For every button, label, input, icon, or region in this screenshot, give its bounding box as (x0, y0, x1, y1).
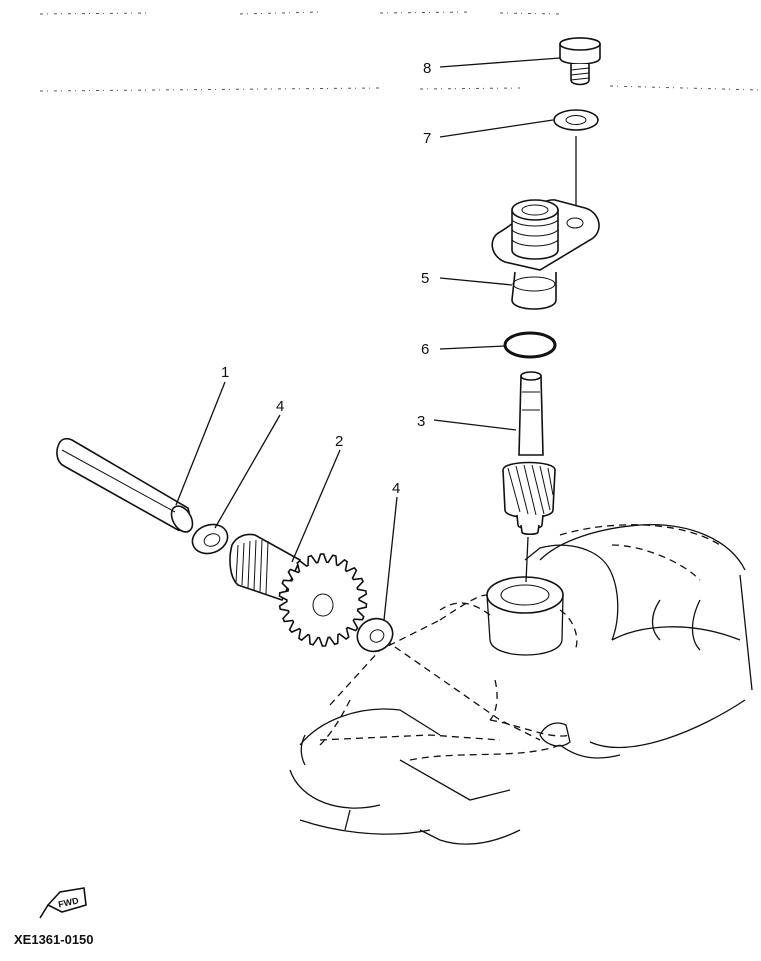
part-7-washer (553, 109, 599, 131)
part-5-housing (491, 199, 600, 310)
forward-badge: FWD (57, 895, 80, 909)
callout-7: 7 (423, 130, 431, 147)
part-2-gear (229, 533, 368, 647)
part-8-bolt (559, 37, 601, 86)
callout-8: 8 (423, 60, 431, 77)
part-1-shaft (56, 437, 194, 533)
gear-wheel (278, 553, 368, 647)
part-4-washer-left (191, 523, 229, 555)
callout-6: 6 (421, 341, 429, 358)
gear-teeth (278, 553, 368, 647)
callout-4-left: 4 (276, 398, 284, 415)
callout-5: 5 (421, 270, 429, 287)
callout-3: 3 (417, 413, 425, 430)
callout-4-right: 4 (392, 480, 400, 497)
forward-arrow-icon: FWD (39, 887, 87, 919)
part-6-o-ring (503, 331, 557, 359)
leader-lines (175, 57, 561, 621)
callout-1: 1 (221, 364, 229, 381)
shaft-guide-line (525, 536, 529, 583)
part-4-washer-right (356, 617, 394, 653)
diagram-code: XE1361-0150 (14, 932, 94, 947)
engine-case (289, 524, 753, 845)
callout-labels: 8 7 5 6 3 1 4 2 4 (221, 60, 431, 497)
part-3-drive-shaft (502, 371, 556, 536)
callout-2: 2 (335, 433, 343, 450)
scan-artifacts (39, 11, 761, 92)
